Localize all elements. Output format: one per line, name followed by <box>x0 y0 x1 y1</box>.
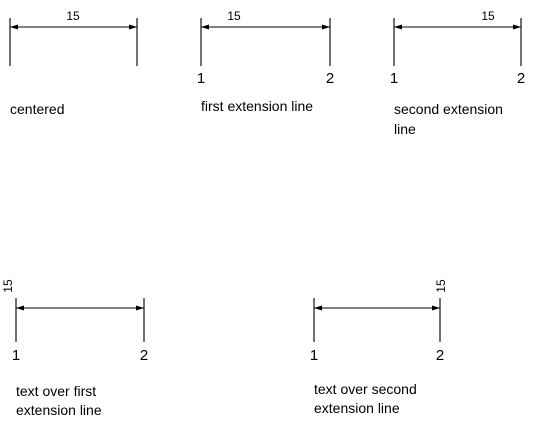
caption: centered <box>10 101 64 117</box>
point-label-2: 2 <box>517 70 525 87</box>
example-centered: 15 centered <box>9 9 138 117</box>
arrowhead-right <box>136 305 144 311</box>
point-label-1: 1 <box>197 70 205 87</box>
arrowhead-left <box>16 305 24 311</box>
arrowhead-left <box>394 24 402 30</box>
arrowhead-left <box>314 305 322 311</box>
point-label-2: 2 <box>140 347 148 364</box>
point-label-1: 1 <box>310 347 318 364</box>
caption-line-2: extension line <box>16 402 102 418</box>
example-first-extension-line: 15 1 2 first extension line <box>197 9 334 114</box>
example-text-over-second-extension-line: 15 1 2 text over second extension line <box>310 279 448 416</box>
arrowhead-right <box>513 24 521 30</box>
dimension-text: 15 <box>434 279 448 293</box>
dimension-text: 15 <box>481 9 495 23</box>
arrowhead-right <box>322 24 330 30</box>
example-text-over-first-extension-line: 15 1 2 text over first extension line <box>1 279 148 418</box>
caption-line-2: extension line <box>314 400 400 416</box>
caption-line-1: text over second <box>314 381 417 397</box>
point-label-2: 2 <box>436 347 444 364</box>
arrowhead-right <box>129 24 137 30</box>
arrowhead-left <box>201 24 209 30</box>
caption-line-2: line <box>394 121 416 137</box>
dimension-text: 15 <box>66 9 80 23</box>
arrowhead-left <box>10 24 18 30</box>
arrowhead-right <box>432 305 440 311</box>
point-label-2: 2 <box>326 70 334 87</box>
point-label-1: 1 <box>390 70 398 87</box>
caption: first extension line <box>201 98 313 114</box>
point-label-1: 1 <box>12 347 20 364</box>
caption-line-1: text over first <box>16 383 96 399</box>
dimension-text: 15 <box>1 279 15 293</box>
example-second-extension-line: 15 1 2 second extension line <box>390 9 525 137</box>
caption-line-1: second extension <box>394 101 503 117</box>
dimension-text: 15 <box>227 9 241 23</box>
